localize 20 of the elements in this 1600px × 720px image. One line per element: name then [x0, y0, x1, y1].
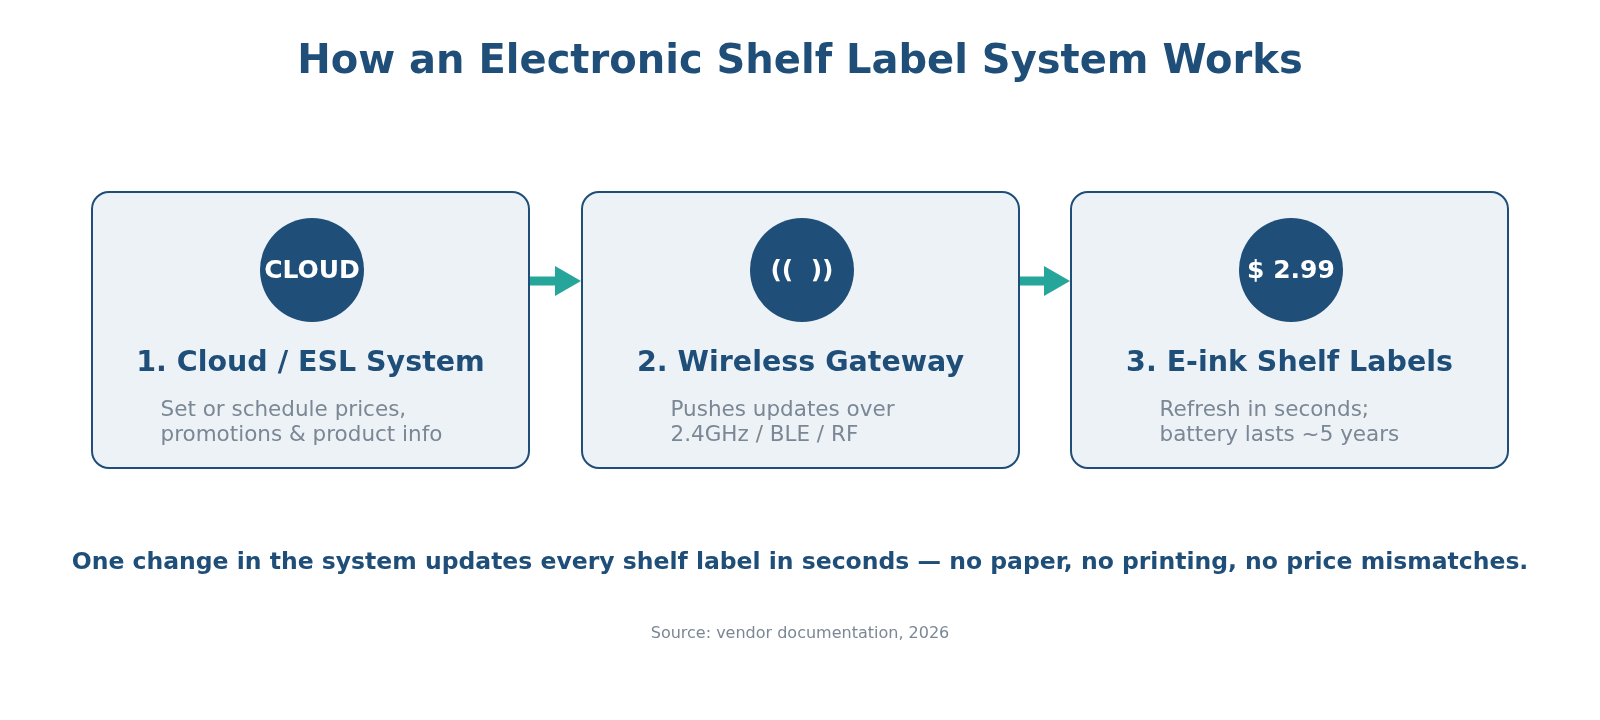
source-note: Source: vendor documentation, 2026 [650, 623, 950, 643]
diagram-title: How an Electronic Shelf Label System Works [297, 36, 1303, 82]
badge-text: $ 2.99 [1247, 255, 1335, 285]
step-description: Set or schedule prices, promotions & product info [160, 396, 444, 446]
step-card [1070, 191, 1509, 469]
step-card [91, 191, 530, 469]
step-card [581, 191, 1020, 469]
step-heading: 2. Wireless Gateway [637, 345, 964, 378]
arrow [1020, 266, 1070, 296]
step-description: Refresh in seconds; battery lasts ~5 years [1159, 396, 1401, 446]
step-description: Pushes updates over 2.4GHz / BLE / RF [670, 396, 896, 446]
step-badge [1239, 218, 1343, 322]
step-badge [260, 218, 364, 322]
step-heading: 3. E-ink Shelf Labels [1126, 345, 1453, 378]
badge-text: (( )) [770, 255, 834, 285]
step-badge [750, 218, 854, 322]
badge-text: CLOUD [264, 255, 360, 285]
step-heading: 1. Cloud / ESL System [136, 345, 485, 378]
summary-text: One change in the system updates every shelf label in seconds — no paper, no printing, no price mismatches. [71, 546, 1529, 576]
arrow [530, 266, 581, 296]
